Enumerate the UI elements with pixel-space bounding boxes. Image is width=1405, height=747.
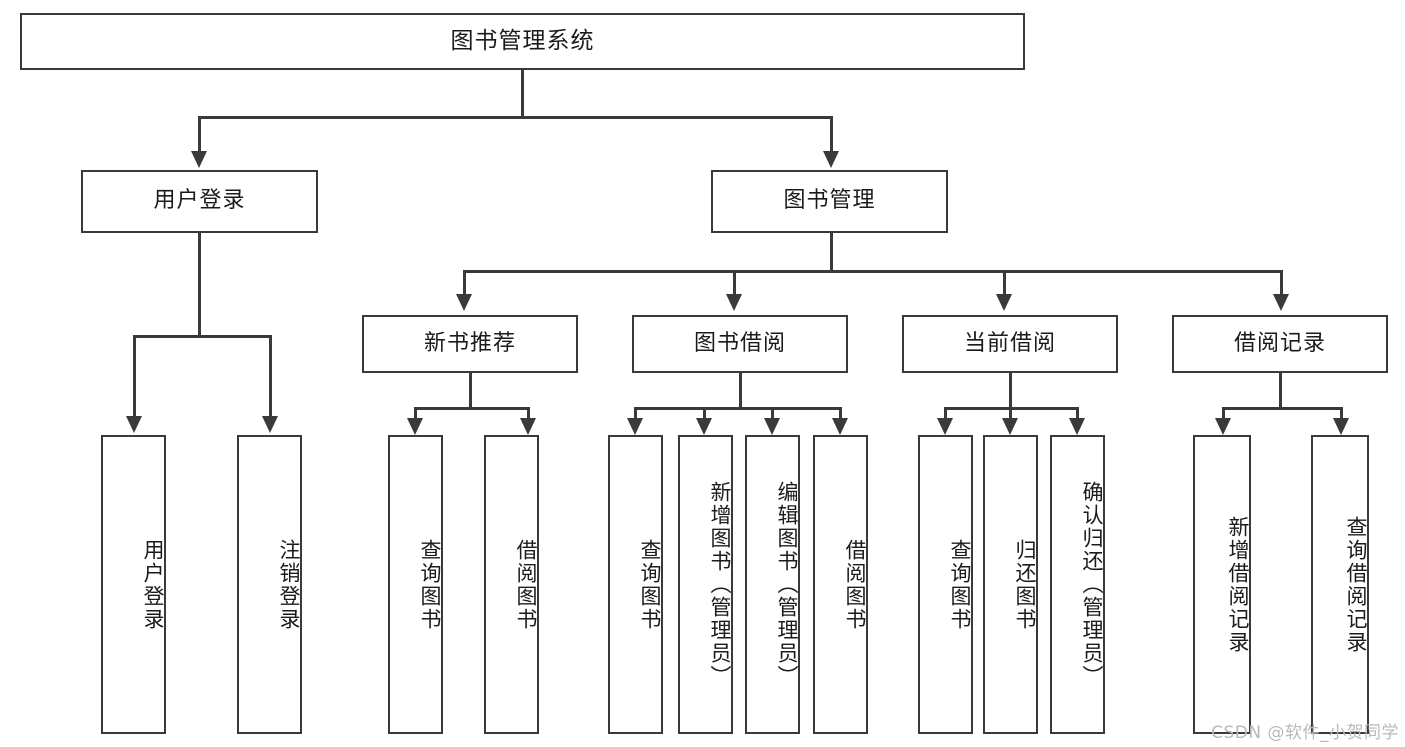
arrow-icon-current-child-3 xyxy=(1069,418,1085,435)
connector-recommend-child-1 xyxy=(414,407,417,419)
arrow-icon-login-child-2 xyxy=(262,416,278,433)
connector-borrow-bus xyxy=(634,407,841,410)
leaf-current-return-book-label: 归还图书 xyxy=(1013,538,1037,631)
leaf-current-confirm-return[interactable]: 确认归还（管理员） xyxy=(1050,435,1105,734)
connector-current-child-3 xyxy=(1076,407,1079,419)
arrow-icon-borrow-child-2 xyxy=(696,418,712,435)
leaf-recommend-query-book[interactable]: 查询图书 xyxy=(388,435,443,734)
leaf-current-return-book[interactable]: 归还图书 xyxy=(983,435,1038,734)
leaf-borrow-borrow-book-label: 借阅图书 xyxy=(843,538,867,631)
leaf-borrow-add-book-label: 新增图书（管理员） xyxy=(708,481,732,688)
leaf-recommend-query-book-label: 查询图书 xyxy=(418,538,442,631)
leaf-borrow-query-book[interactable]: 查询图书 xyxy=(608,435,663,734)
connector-record-bus xyxy=(1222,407,1342,410)
connector-current-stem xyxy=(1009,373,1012,407)
arrow-icon-bookmgmt-child-4 xyxy=(1273,294,1289,311)
connector-borrow-child-3 xyxy=(771,407,774,419)
node-book-management[interactable]: 图书管理 xyxy=(711,170,948,233)
connector-bookmgmt-child-4 xyxy=(1280,270,1283,295)
leaf-borrow-edit-book[interactable]: 编辑图书（管理员） xyxy=(745,435,800,734)
leaf-record-query-record-label: 查询借阅记录 xyxy=(1344,515,1368,654)
connector-record-stem xyxy=(1279,373,1282,407)
leaf-user-login[interactable]: 用户登录 xyxy=(101,435,166,734)
connector-root-bus xyxy=(198,116,832,119)
leaf-current-query-book[interactable]: 查询图书 xyxy=(918,435,973,734)
arrow-icon-root-to-bookmgmt xyxy=(823,151,839,168)
leaf-recommend-borrow-book[interactable]: 借阅图书 xyxy=(484,435,539,734)
arrow-icon-borrow-child-3 xyxy=(764,418,780,435)
node-borrow-record[interactable]: 借阅记录 xyxy=(1172,315,1388,373)
arrow-icon-login-child-1 xyxy=(126,416,142,433)
connector-record-child-2 xyxy=(1340,407,1343,419)
connector-login-child-1 xyxy=(133,335,136,417)
connector-record-child-1 xyxy=(1222,407,1225,419)
connector-bookmgmt-child-1 xyxy=(463,270,466,295)
leaf-logout-login-label: 注销登录 xyxy=(277,538,301,631)
leaf-borrow-borrow-book[interactable]: 借阅图书 xyxy=(813,435,868,734)
arrow-icon-recommend-child-2 xyxy=(520,418,536,435)
arrow-icon-current-child-1 xyxy=(937,418,953,435)
arrow-icon-root-to-login xyxy=(191,151,207,168)
leaf-record-query-record[interactable]: 查询借阅记录 xyxy=(1311,435,1369,734)
leaf-user-login-label: 用户登录 xyxy=(141,538,165,631)
connector-recommend-child-2 xyxy=(527,407,530,419)
leaf-recommend-borrow-book-label: 借阅图书 xyxy=(514,538,538,631)
arrow-icon-record-child-2 xyxy=(1333,418,1349,435)
connector-bookmgmt-bus xyxy=(463,270,1280,273)
connector-borrow-stem xyxy=(739,373,742,407)
connector-borrow-child-4 xyxy=(839,407,842,419)
connector-login-bus xyxy=(133,335,271,338)
leaf-current-query-book-label: 查询图书 xyxy=(948,538,972,631)
leaf-borrow-query-book-label: 查询图书 xyxy=(638,538,662,631)
arrow-icon-bookmgmt-child-2 xyxy=(726,294,742,311)
node-new-book-recommend[interactable]: 新书推荐 xyxy=(362,315,578,373)
connector-recommend-bus xyxy=(414,407,529,410)
connector-login-child-2 xyxy=(269,335,272,417)
connector-login-stem xyxy=(198,233,201,335)
connector-bookmgmt-stem xyxy=(830,233,833,270)
leaf-borrow-add-book[interactable]: 新增图书（管理员） xyxy=(678,435,733,734)
arrow-icon-bookmgmt-child-1 xyxy=(456,294,472,311)
arrow-icon-record-child-1 xyxy=(1215,418,1231,435)
csdn-watermark: CSDN @软件_小贺同学 xyxy=(1211,723,1399,743)
connector-current-child-2 xyxy=(1009,407,1012,419)
connector-borrow-child-1 xyxy=(634,407,637,419)
connector-recommend-stem xyxy=(469,373,472,407)
leaf-record-add-record-label: 新增借阅记录 xyxy=(1226,515,1250,654)
connector-root-stem xyxy=(521,70,524,116)
arrow-icon-current-child-2 xyxy=(1002,418,1018,435)
leaf-record-add-record[interactable]: 新增借阅记录 xyxy=(1193,435,1251,734)
connector-root-to-bookmgmt xyxy=(830,116,833,152)
arrow-icon-borrow-child-1 xyxy=(627,418,643,435)
leaf-logout-login[interactable]: 注销登录 xyxy=(237,435,302,734)
node-user-login[interactable]: 用户登录 xyxy=(81,170,318,233)
connector-borrow-child-2 xyxy=(703,407,706,419)
connector-root-to-login xyxy=(198,116,201,152)
arrow-icon-recommend-child-1 xyxy=(407,418,423,435)
leaf-borrow-edit-book-label: 编辑图书（管理员） xyxy=(775,481,799,688)
node-current-borrow[interactable]: 当前借阅 xyxy=(902,315,1118,373)
node-root-system[interactable]: 图书管理系统 xyxy=(20,13,1025,70)
connector-current-child-1 xyxy=(944,407,947,419)
arrow-icon-borrow-child-4 xyxy=(832,418,848,435)
arrow-icon-bookmgmt-child-3 xyxy=(996,294,1012,311)
connector-bookmgmt-child-2 xyxy=(733,270,736,295)
node-book-borrow[interactable]: 图书借阅 xyxy=(632,315,848,373)
leaf-current-confirm-return-label: 确认归还（管理员） xyxy=(1080,481,1104,688)
connector-bookmgmt-child-3 xyxy=(1003,270,1006,295)
